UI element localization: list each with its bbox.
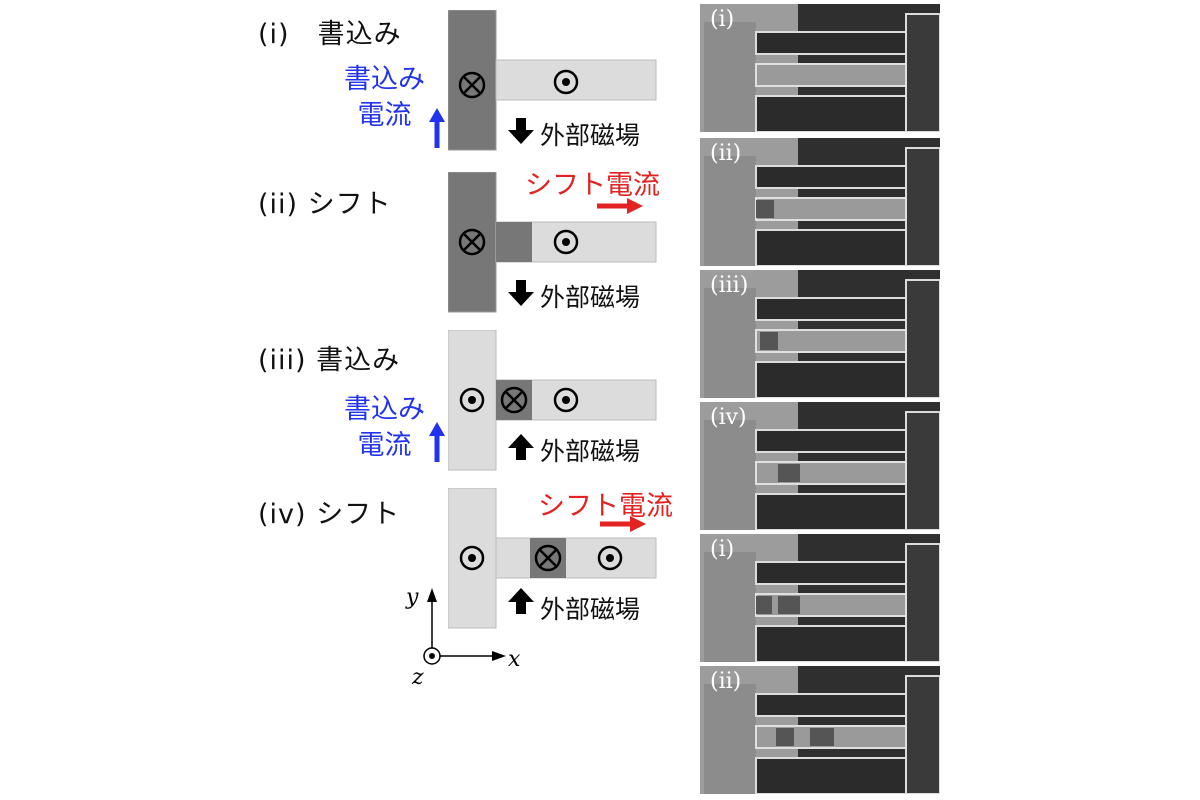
external-field-label-iv: 外部磁場 — [540, 595, 641, 624]
write-current-label-iii: 書込み電流 — [344, 394, 425, 461]
shift-current-arrow-icon — [597, 198, 643, 214]
axis-label-y: y — [405, 585, 419, 610]
micrograph-label: (i) — [710, 537, 734, 562]
device-diagram-ii — [448, 172, 657, 313]
write-current-arrow-icon — [429, 422, 445, 462]
device-diagram-i — [448, 10, 657, 151]
external-field-label-ii: 外部磁場 — [540, 283, 641, 312]
micrograph-label: (i) — [710, 7, 734, 32]
magnetic-domain — [756, 200, 774, 218]
magnetic-domain — [778, 596, 800, 614]
shift-current-label-ii: シフト電流 — [525, 170, 660, 201]
micrograph-panel: (i) — [700, 534, 940, 662]
field-up-arrow-icon — [508, 434, 534, 460]
micrograph-panel: (iv) — [700, 402, 940, 530]
external-field-label-iii: 外部磁場 — [540, 437, 641, 466]
device-diagram-iii — [448, 330, 657, 471]
step-label-i: (i) 書込み — [258, 19, 402, 50]
micrograph-panel: (i) — [700, 4, 940, 132]
field-down-arrow-icon — [508, 280, 534, 306]
micrograph-panel: (ii) — [700, 666, 940, 794]
micrograph-panel: (iii) — [700, 270, 940, 398]
micrograph-label: (ii) — [710, 669, 741, 694]
device-diagram-iv — [448, 488, 657, 629]
axis-label-x: x — [508, 647, 521, 672]
axis-label-z: z — [411, 665, 424, 690]
write-current-arrow-icon — [429, 108, 445, 148]
external-field-label-i: 外部磁場 — [540, 121, 641, 150]
field-up-arrow-icon — [508, 588, 534, 614]
micrograph-label: (ii) — [710, 141, 741, 166]
magnetic-domain — [778, 464, 800, 482]
micrograph-label: (iv) — [710, 405, 747, 430]
magnetic-domain — [756, 596, 772, 614]
write-current-label-i: 書込み電流 — [344, 64, 425, 131]
micrograph-label: (iii) — [710, 273, 748, 298]
magnetic-domain — [776, 728, 794, 746]
field-down-arrow-icon — [508, 118, 534, 144]
coordinate-axes: y x z — [405, 585, 521, 690]
magnetic-domain — [810, 728, 834, 746]
magnetization-out-icon — [553, 69, 579, 95]
shift-current-arrow-icon — [600, 516, 646, 532]
step-label-iii: (iii) 書込み — [258, 345, 401, 376]
step-label-ii: (ii) シフト — [258, 189, 392, 220]
micrograph-panel: (ii) — [700, 138, 940, 266]
magnetization-into-icon — [458, 71, 486, 99]
shift-current-label-iv: シフト電流 — [538, 491, 673, 522]
step-label-iv: (iv) シフト — [258, 499, 401, 530]
magnetic-domain — [760, 332, 778, 350]
